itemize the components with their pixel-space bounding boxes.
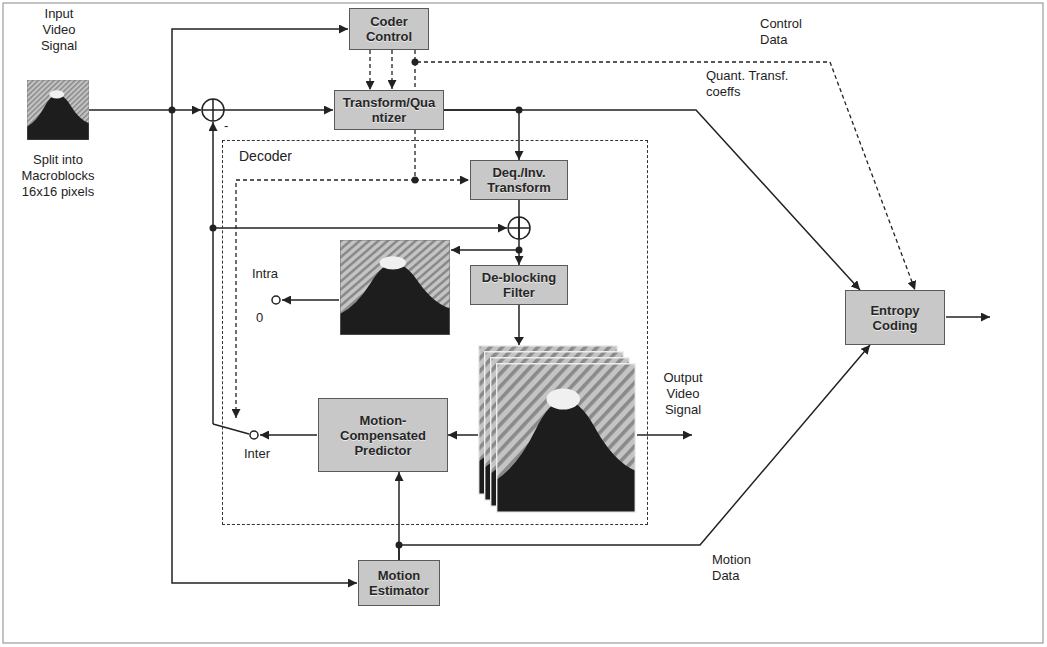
signal-label: Output Video Signal (652, 370, 714, 418)
junction-dot (210, 225, 217, 232)
edge-label: Motion Data (712, 552, 772, 584)
signal-arrow (444, 110, 519, 160)
intra-frame-picture (340, 240, 450, 335)
input-frame-picture (27, 80, 89, 140)
junction-dot (412, 177, 419, 184)
control-dashed-line (415, 179, 469, 180)
subtract-junction (202, 99, 224, 121)
input-line (89, 109, 201, 111)
entropy-box: Entropy Coding (845, 290, 945, 345)
arrow-head (514, 337, 524, 345)
intra-line (282, 299, 339, 301)
sign-label: - (224, 118, 228, 134)
residual-line (224, 109, 333, 111)
edge-label: Control Data (760, 16, 824, 48)
filter-box: De-blocking Filter (470, 265, 568, 305)
switch-lever (213, 424, 249, 434)
control-dashed-line (391, 50, 392, 89)
subtract-junction (202, 99, 224, 121)
prediction-line (212, 122, 214, 424)
box-text: Entropy Coding (851, 303, 939, 333)
bitstream-line (946, 316, 990, 318)
box-text: Deq./Inv. Transform (476, 165, 562, 195)
region-title: Decoder (239, 148, 292, 164)
estimator-box: Motion Estimator (358, 560, 440, 606)
inter-line (260, 434, 317, 436)
inverse-transform-box: Deq./Inv. Transform (470, 160, 568, 200)
signal-arrow (518, 200, 520, 265)
control-arrow (415, 50, 915, 290)
control-arrow (369, 50, 370, 90)
switch-label: Inter (244, 446, 270, 462)
signal-label: Input Video Signal (28, 6, 90, 54)
switch-label: 0 (256, 310, 263, 326)
predictor-box: Motion-Compensated Predictor (318, 398, 448, 472)
intra-feed-line (451, 249, 519, 251)
switch-terminal (272, 296, 280, 304)
control-dashed-line (414, 130, 415, 180)
prediction-add-line (213, 227, 507, 229)
box-text: Transform/Quantizer (340, 95, 438, 125)
control-feed-line (172, 29, 348, 110)
box-text: Motion-Compensated Predictor (324, 413, 442, 458)
box-text: De-blocking Filter (476, 270, 562, 300)
signal-arrow (444, 110, 860, 290)
decoder-region: DecoderDeq./Inv. TransformDe-blocking Fi… (222, 140, 648, 525)
control-box: Coder Control (349, 8, 429, 50)
control-dashed-line (414, 62, 415, 89)
signal-arrow (399, 345, 870, 560)
control-dashed-line (236, 180, 415, 418)
switch-label: Intra (252, 266, 278, 282)
box-text: Coder Control (355, 14, 423, 44)
switch-terminal (250, 431, 258, 439)
estimator-feed-line (172, 110, 357, 583)
transform-box: Transform/Quantizer (334, 90, 444, 130)
output-line (637, 434, 692, 436)
reference-frame-picture (496, 363, 636, 513)
junction-dot (169, 107, 176, 114)
outer-frame (3, 3, 1043, 643)
box-text: Motion Estimator (364, 568, 434, 598)
note-label: Split into Macroblocks 16x16 pixels (4, 152, 112, 200)
edge-label: Quant. Transf. coeffs (706, 68, 806, 100)
